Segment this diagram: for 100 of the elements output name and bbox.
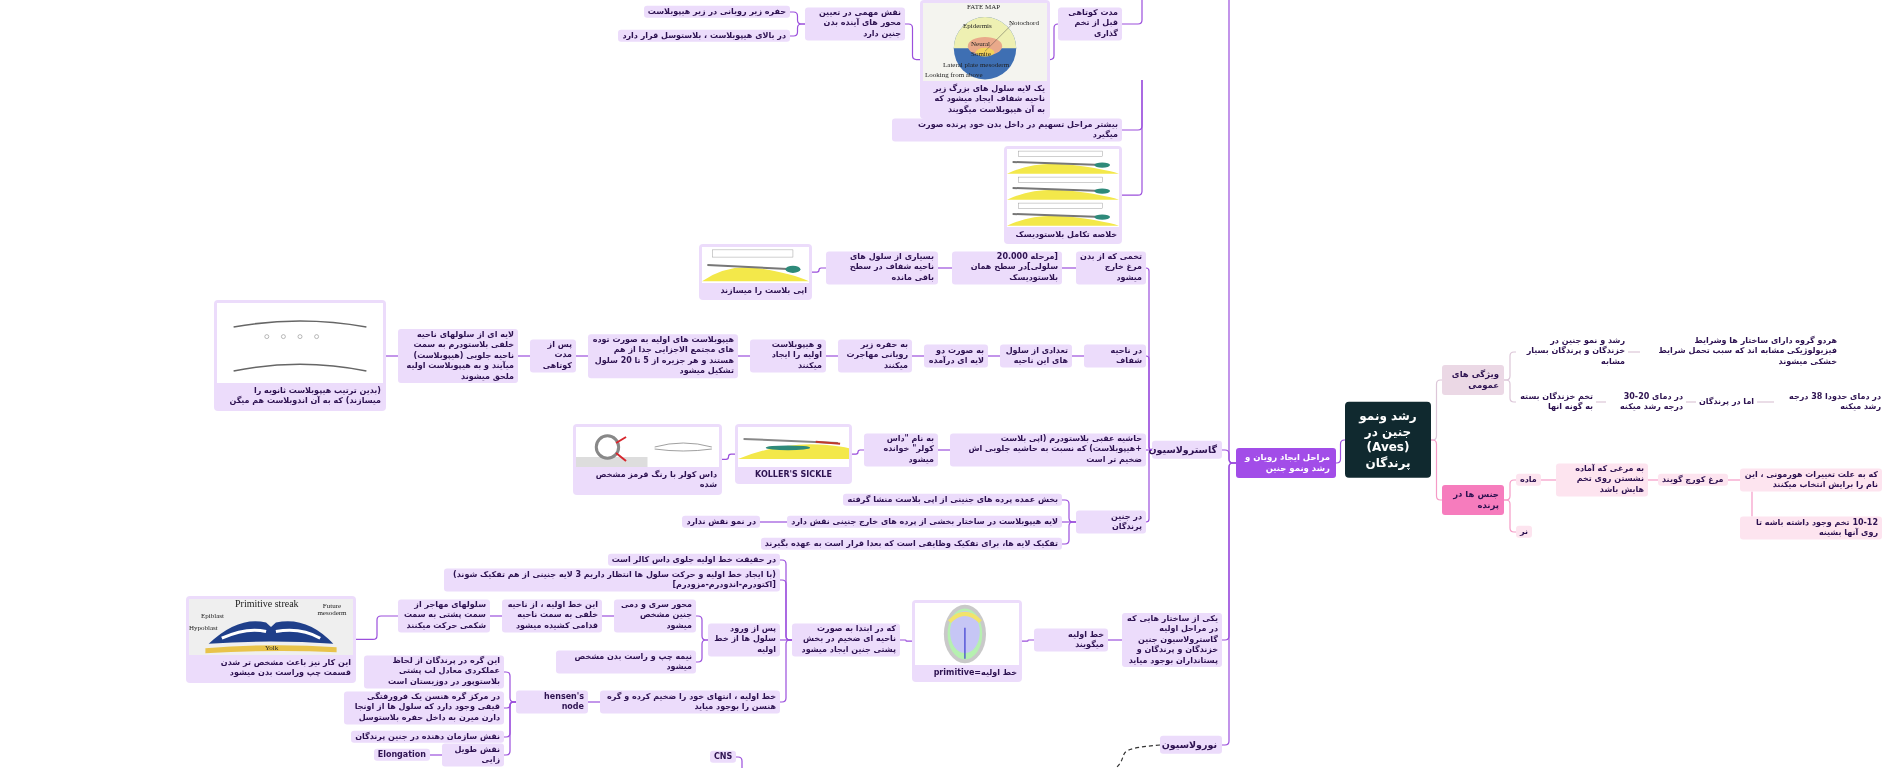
topic-box: لایه هیپوبلاست در ساختار بخشی از پرده های خارج جنینی نقش دارد: [787, 515, 1062, 529]
connector-line: [1430, 439, 1443, 501]
connector-line: [1503, 379, 1517, 403]
topic-box: یکی از ساختار هایی که در مراحل اولیه گاسترولاسیون جنین خزندگان و پرندگان و پستانداران بوجود میاید: [1122, 613, 1222, 667]
connector-line: [695, 639, 709, 663]
topic-box: به حفره زیر رویانی مهاجرت میکنند: [838, 339, 912, 373]
topic-box: در جنین پرندگان: [1076, 510, 1146, 534]
topic-box: خط اولیه میگویند: [1034, 628, 1108, 652]
topic-box: تعدادی از سلول های این ناحیه: [1000, 344, 1072, 368]
topic-box: نورولاسیون: [1160, 735, 1222, 755]
topic-box: بسیاری از سلول های ناحیه شفاف در سطح باقی مانده: [826, 251, 938, 285]
figure-caption: (بدین ترتیب هیپوبلاست ثانویه را میسازند) که به آن اندوبلاست هم میگن: [228, 385, 382, 408]
picture-card: [573, 424, 722, 495]
figure-caption: خط اولیه=primitive: [932, 667, 1018, 679]
topic-box: مرغ کورچ گویند: [1658, 473, 1728, 487]
topic-box: لایه ای از سلولهای ناحیه خلفی بلاستودرم به سمت ناحیه جلویی (هیپوبلاست) میآیند و به هیپوبلاست اولیه ملحق میشوند: [398, 329, 518, 383]
connector-line: [1107, 639, 1123, 641]
connector-line: [1726, 479, 1741, 481]
connector-line: [987, 355, 1001, 357]
topic-box: پس از مدت کوتاهی: [530, 339, 576, 373]
connector-line: [489, 615, 503, 617]
connector-line: [1627, 351, 1641, 353]
topic-box: در حقیقت خط اولیه جلوی داس کالر است: [607, 553, 780, 567]
topic-box: ماده: [1516, 473, 1541, 487]
topic-box: که در ابتدا به صورت ناحیه ای ضخیم در بخش پشتی جنین ایجاد میشود: [792, 623, 900, 657]
connector-line: [1115, 744, 1161, 768]
connector-line: [601, 615, 615, 617]
connector-line: [503, 701, 517, 756]
topic-box: به مرغی که آماده نشستن روی تخم هایش باشد: [1556, 463, 1648, 497]
figure-caption: KOLLER'S SICKLE: [754, 469, 833, 481]
connector-line: [937, 449, 951, 451]
connector-line: [1071, 355, 1085, 357]
connector-line: [385, 355, 399, 357]
connector-line: [1049, 23, 1059, 61]
connector-line: [1540, 479, 1557, 481]
connector-line: [355, 615, 399, 640]
topic-box: هیپوبلاست های اولیه به صورت توده های مجتمع الاجزایی جدا از هم هستند و هر جزیره از 5 تا 20 سلول تشکیل میشود: [588, 334, 738, 378]
connector-line: [825, 355, 839, 357]
topic-box: مراحل ایجاد رویان و رشد ونمو جنین: [1236, 447, 1336, 479]
connector-line: [1751, 490, 1753, 518]
connector-line: [789, 23, 806, 37]
connector-line: [904, 23, 921, 61]
connector-line: [899, 639, 913, 642]
topic-box: مدت کوتاهی قبل از تخم گذاری: [1058, 7, 1122, 41]
picture-card: [186, 596, 356, 683]
topic-box: تخمی که از بدن مرغ خارج میشود: [1076, 251, 1146, 285]
connector-line: [721, 453, 736, 460]
topic-box: نقش مهمی در تعیین محور های آینده بدن جنین دارد: [805, 7, 905, 41]
connector-line: [1221, 462, 1237, 746]
connector-line: [1595, 401, 1607, 403]
topic-box: محور سری و دمی جنین مشخص میشود: [614, 599, 696, 633]
topic-box: حاشیه عقبی بلاستودرم (اپی بلاست +هیپوبلاست) که نسبت به حاشیه جلویی اش ضخیم تر است: [950, 433, 1146, 467]
topic-box: CNS: [710, 750, 736, 764]
central-topic-box: رشد ونمو جنین در (Aves) پرندگان: [1345, 401, 1431, 479]
picture-card: [214, 300, 386, 411]
picture-card: [1004, 146, 1122, 245]
topic-box: که به علت تغییرات هورمونی ، این نام را برایش انتخاب میکنند: [1740, 468, 1882, 492]
topic-box: 10-12 تخم وجود داشته باشه تا روی آنها بشینه: [1740, 516, 1882, 540]
topic-box: در ناحیه شفاف: [1084, 344, 1146, 368]
picture-card: [735, 424, 852, 485]
topic-box: بیشتر مراحل تسهیم در داخل بدن خود پرنده صورت میگیرد: [892, 118, 1122, 142]
connector-line: [1503, 499, 1517, 533]
connector-line: [1145, 355, 1153, 451]
topic-box: (با ایجاد خط اولیه و حرکت سلول ها انتظار داریم 3 لایه جنینی از هم تفکیک شوند)[اکتودرم-اندودرم-مزودرم]: [444, 568, 780, 592]
topic-box: Elongation: [373, 748, 430, 762]
topic-box: این خط اولیه ، از ناحیه خلفی به سمت ناحیه قدامی کشیده میشود: [502, 599, 602, 633]
connector-line: [517, 355, 531, 357]
connector-line: [429, 754, 443, 756]
connector-line: [851, 449, 865, 455]
connector-line: [1061, 521, 1077, 545]
topic-box: به نام "داس کولر" خوانده میشود: [864, 433, 938, 467]
connector-line: [1685, 401, 1697, 403]
connector-line: [1145, 449, 1153, 523]
connector-line: [1021, 639, 1035, 642]
picture-card: [699, 244, 812, 301]
connector-line: [937, 267, 953, 269]
figure-caption: این کار نیز باعث مشخص تر شدن قسمت چپ وراست بدن میشود: [219, 657, 352, 680]
picture-card: [912, 600, 1022, 683]
figure-caption: اپی بلاست را میسازند: [719, 285, 808, 297]
figure-caption: داس کولر با رنگ قرمز مشخص شده: [594, 469, 718, 492]
topic-box: نر: [1516, 525, 1532, 539]
topic-box: خط اولیه ، انتهای خود را ضخیم کرده و گره هنسن را بوجود میاید: [600, 690, 780, 714]
connector-line: [911, 355, 925, 357]
topic-box: [مرحله 20.000 سلولی]در سطح همان بلاستودیسک: [952, 251, 1062, 285]
topic-box: بخش عمده پرده های جنینی از اپی بلاست منشا گرفته: [843, 493, 1062, 507]
connector-line: [737, 355, 751, 357]
topic-box: نیمه چپ و راست بدن مشخص میشود: [556, 650, 696, 674]
connector-line: [1335, 439, 1346, 464]
connector-line: [587, 701, 601, 703]
picture-card: [920, 0, 1050, 120]
topic-box: hensen's node: [516, 690, 588, 714]
connector-line: [811, 267, 827, 273]
topic-box: جنس ها در پرنده: [1442, 484, 1504, 516]
topic-box: پس از ورود سلول ها از خط اولیه: [708, 623, 780, 657]
figure-caption: خلاصه تکامل بلاستودیسک: [1014, 229, 1118, 241]
topic-box: سلولهای مهاجر از سمت پشتی به سمت شکمی حرکت میکنند: [398, 599, 490, 633]
connector-line: [779, 639, 793, 703]
topic-box: این گره در پرندگان از لحاظ عملکردی معادل لب پشتی بلاستوپور در دوزیستان است: [364, 655, 504, 689]
connector-line: [1121, 0, 1143, 25]
topic-box: تفکیک لایه ها، برای تفکیک وظایفی است که بعدا قرار است به عهده بگیرند: [760, 537, 1062, 551]
